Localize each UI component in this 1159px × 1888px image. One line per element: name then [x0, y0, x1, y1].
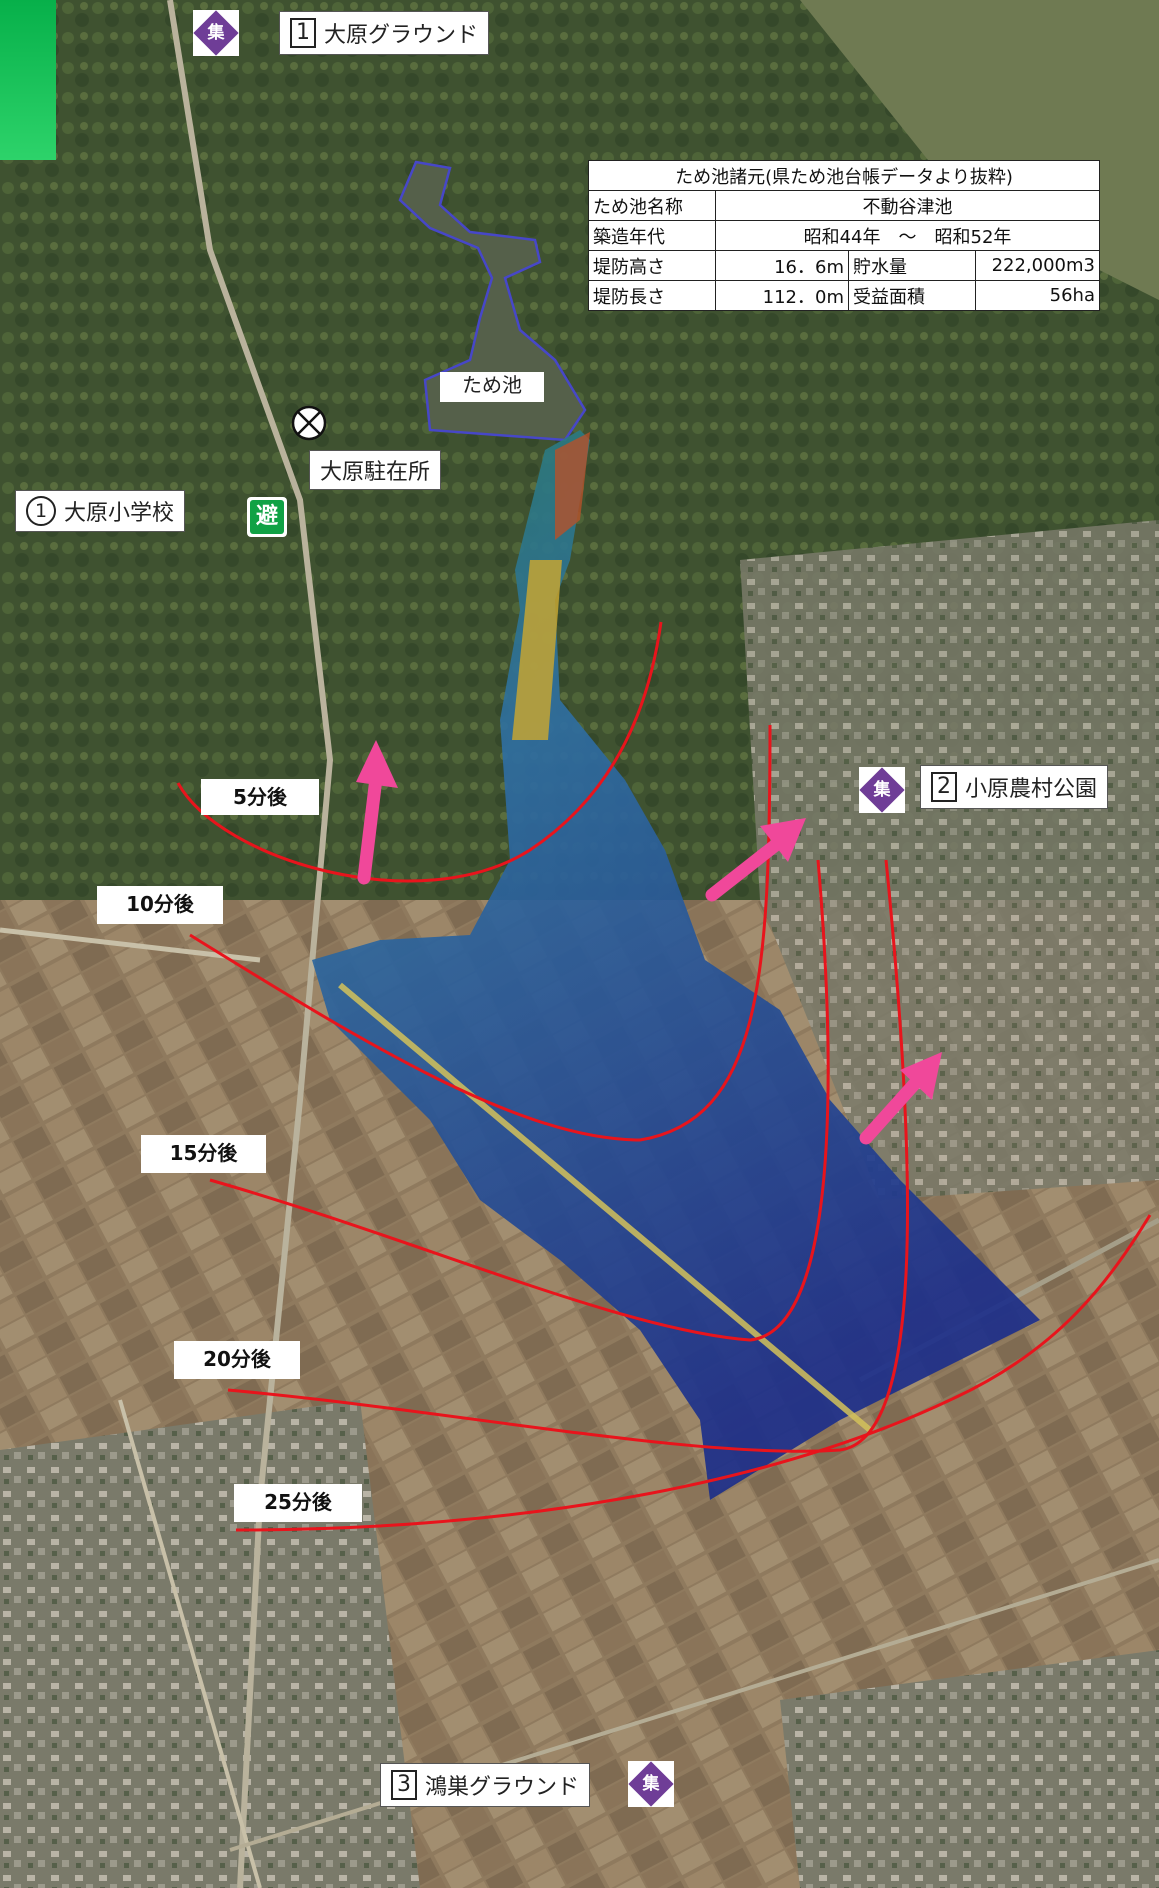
flood-dam-zone	[555, 432, 590, 540]
spec-name-label: ため池名称	[588, 190, 716, 221]
konosu-ground-number: 3	[391, 1770, 417, 1800]
police-icon	[291, 405, 327, 441]
spec-table: ため池諸元(県ため池台帳データより抜粋) ため池名称 不動谷津池 築造年代 昭和…	[588, 160, 1100, 311]
evacuation-arrows	[356, 740, 942, 1145]
spec-storage-value: 222,000m3	[975, 250, 1100, 281]
ohara-ground-number: 1	[290, 18, 316, 48]
road-west	[0, 927, 261, 963]
spec-length-label: 堤防長さ	[588, 280, 716, 311]
arrow-3-head	[900, 1052, 942, 1100]
residential-sw	[0, 1400, 420, 1888]
time-label-20min: 20分後	[174, 1341, 300, 1379]
arrow-1	[357, 763, 384, 885]
label-ohara-school: 1 大原小学校	[15, 490, 186, 532]
residential-se	[780, 1650, 1159, 1888]
isochrone-10min	[189, 724, 772, 1142]
spec-height-value: 16．6m	[715, 250, 849, 281]
kohara-park-number: 2	[931, 772, 957, 802]
spec-name-value: 不動谷津池	[715, 190, 1100, 221]
ohara-school-name: 大原小学校	[64, 501, 175, 526]
isochrone-15min	[209, 859, 830, 1342]
flooded-road	[338, 982, 872, 1433]
arrow-1-head	[356, 740, 398, 788]
arrow-2	[705, 833, 789, 902]
kohara-park-name: 小原農村公園	[965, 777, 1098, 802]
ohara-ground-name: 大原グラウンド	[324, 23, 479, 48]
isochrone-25min	[235, 1214, 1152, 1532]
isochrone-lines	[176, 621, 1152, 1532]
ohara-school-number: 1	[26, 496, 56, 526]
time-label-15min: 15分後	[141, 1135, 266, 1173]
pond-label: ため池	[440, 372, 544, 402]
label-ohara-ground: 1 大原グラウンド	[279, 11, 490, 55]
time-label-25min: 25分後	[234, 1484, 362, 1522]
pond-outline	[398, 160, 587, 442]
label-kohara-park: 2 小原農村公園	[920, 765, 1109, 809]
spec-built-label: 築造年代	[588, 220, 716, 251]
police-box-name: 大原駐在所	[320, 460, 431, 485]
time-label-5min: 5分後	[201, 779, 319, 815]
konosu-ground-name: 鴻巣グラウンド	[425, 1775, 580, 1800]
spec-area-label: 受益面積	[848, 280, 976, 311]
isochrone-20min	[227, 859, 910, 1453]
assembly-icon-kohara: 集	[859, 767, 905, 813]
flood-shallow-zone	[512, 560, 562, 740]
flood-area	[312, 430, 1040, 1500]
label-police-box: 大原駐在所	[309, 450, 442, 490]
evacuation-shelter-icon: 避	[247, 497, 287, 537]
residential-east	[740, 520, 1159, 1200]
assembly-icon-konosu: 集	[628, 1761, 674, 1807]
spec-height-label: 堤防高さ	[588, 250, 716, 281]
spec-title: ため池諸元(県ため池台帳データより抜粋)	[588, 160, 1100, 191]
spec-area-value: 56ha	[975, 280, 1100, 311]
green-corner-tab	[0, 0, 56, 160]
label-konosu-ground: 3 鴻巣グラウンド	[380, 1763, 591, 1807]
time-label-10min: 10分後	[97, 886, 223, 924]
isochrone-5min	[176, 621, 663, 883]
spec-built-value: 昭和44年 ～ 昭和52年	[715, 220, 1100, 251]
arrow-2-head	[760, 818, 806, 862]
road-south	[118, 1399, 262, 1888]
spec-length-value: 112．0m	[715, 280, 849, 311]
assembly-icon: 集	[193, 10, 239, 56]
arrow-3	[859, 1073, 925, 1145]
spec-storage-label: 貯水量	[848, 250, 976, 281]
